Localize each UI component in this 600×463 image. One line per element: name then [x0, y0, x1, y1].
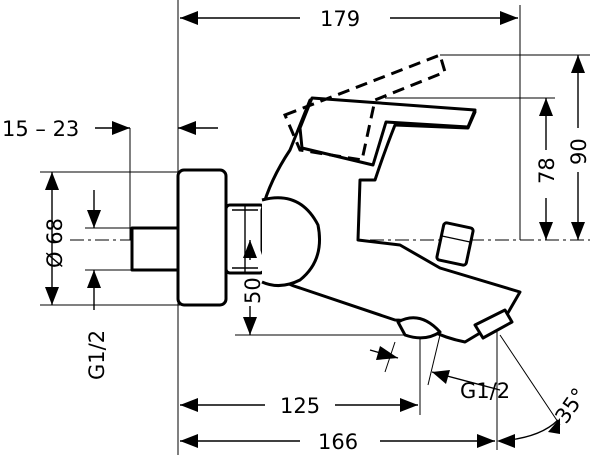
dim-height-lower-label: 78 — [535, 157, 559, 184]
dim-flange-diameter: Ø 68 — [43, 172, 67, 305]
dim-width-top: 179 — [180, 7, 518, 31]
dim-spout-drop: 50 — [241, 240, 265, 335]
cartridge-housing — [261, 196, 322, 287]
dim-height-upper: 90 — [567, 55, 591, 240]
dim-spout-drop-label: 50 — [241, 277, 265, 304]
inlet-pipe — [130, 226, 180, 272]
wall-flange — [176, 168, 228, 307]
dim-spout-reach-center: 125 — [180, 394, 418, 418]
dim-flange-diameter-label: Ø 68 — [43, 218, 67, 268]
dim-wall-projection-label: 15 – 23 — [2, 117, 79, 141]
mixer-body — [260, 98, 522, 344]
faucet-outline — [130, 96, 522, 344]
dim-inlet-thread: G1/2 — [85, 190, 132, 380]
dim-inlet-thread-label: G1/2 — [85, 330, 109, 380]
dim-spout-reach-total-label: 166 — [318, 430, 358, 454]
dim-wall-projection: 15 – 23 — [2, 117, 218, 141]
spout-nut — [473, 308, 514, 340]
dim-spout-angle: 35° — [497, 384, 591, 448]
dim-height-upper-label: 90 — [567, 138, 591, 165]
dim-spout-reach-center-label: 125 — [280, 394, 320, 418]
dim-width-top-label: 179 — [320, 7, 360, 31]
aerator-ring — [396, 316, 442, 340]
diverter-knob — [435, 221, 475, 267]
dim-outlet-thread-label: G1/2 — [460, 379, 510, 403]
dim-outlet-thread: G1/2 — [369, 334, 510, 403]
lever-open-position — [283, 53, 447, 162]
dim-height-lower: 78 — [535, 98, 559, 240]
dim-spout-reach-total: 166 — [180, 430, 495, 454]
